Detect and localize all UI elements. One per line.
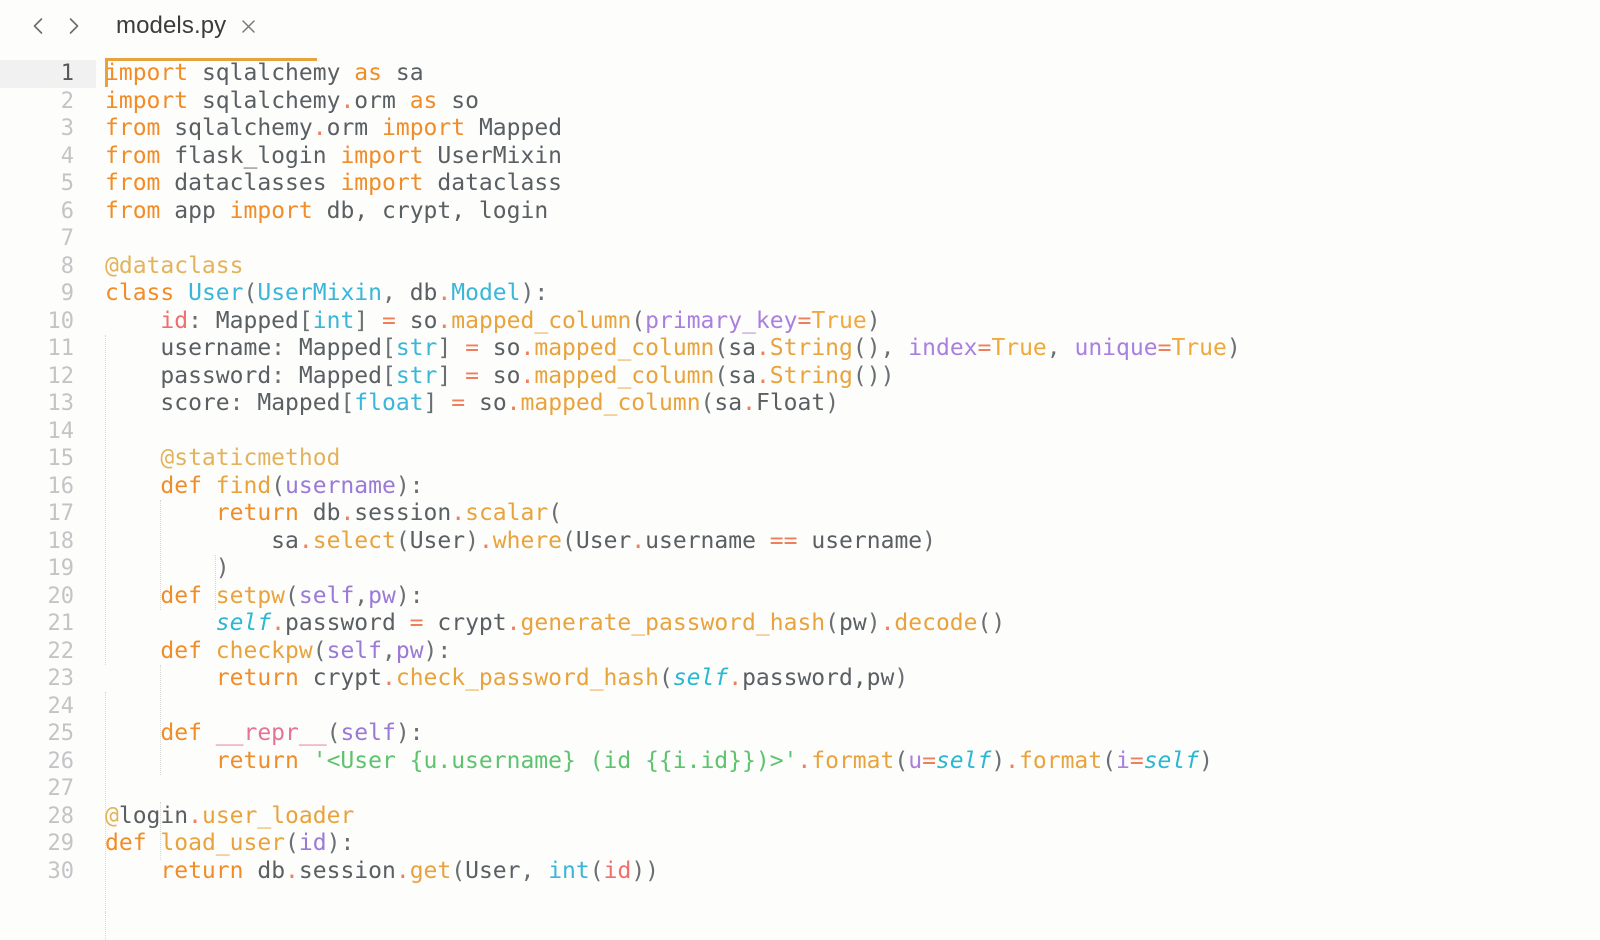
code-line: ) bbox=[215, 555, 230, 581]
line-number: 21 bbox=[47, 611, 75, 636]
code-line: @login.user_loader bbox=[105, 802, 355, 829]
line-number: 2 bbox=[60, 88, 74, 114]
code-line: return db.session.get(User, int(id)) bbox=[160, 857, 660, 884]
line-number: 8 bbox=[60, 253, 74, 279]
line-number: 18 bbox=[47, 528, 75, 554]
code-line: @staticmethod bbox=[160, 445, 341, 471]
code-line: def setpw(self,pw): bbox=[160, 582, 424, 609]
code-line bbox=[105, 418, 1600, 446]
code-line: def checkpw(self,pw): bbox=[160, 637, 452, 664]
code-line bbox=[105, 775, 1600, 803]
line-number: 9 bbox=[60, 281, 74, 306]
line-number: 11 bbox=[47, 336, 75, 361]
code-line: def find(username): bbox=[160, 472, 424, 499]
line-number: 16 bbox=[47, 473, 75, 499]
line-number: 14 bbox=[47, 418, 75, 444]
code-line: sa.select(User).where(User.username == u… bbox=[271, 527, 936, 554]
line-number: 26 bbox=[47, 748, 75, 774]
code-line: self.password = crypt.generate_password_… bbox=[215, 610, 1006, 636]
chevron-right-icon bbox=[62, 15, 84, 37]
code-line: import sqlalchemy.orm as so bbox=[105, 87, 479, 114]
line-number: 17 bbox=[47, 501, 75, 526]
line-number: 25 bbox=[47, 721, 75, 746]
code-line: return '<User {u.username} (id {{i.id}})… bbox=[215, 747, 1213, 774]
editor-tab-models-py[interactable]: models.py bbox=[112, 8, 262, 44]
code-line: import sqlalchemy as sa bbox=[105, 60, 424, 86]
line-number: 12 bbox=[47, 363, 75, 389]
line-number: 29 bbox=[47, 831, 75, 856]
code-line: def load_user(id): bbox=[105, 830, 355, 856]
code-content[interactable]: import sqlalchemy as sa import sqlalchem… bbox=[96, 52, 1600, 940]
line-number: 13 bbox=[47, 391, 75, 416]
line-number: 30 bbox=[47, 858, 75, 884]
code-line: @dataclass bbox=[105, 252, 244, 279]
line-number: 6 bbox=[60, 198, 74, 224]
line-number: 19 bbox=[47, 556, 75, 581]
code-line: id: Mapped[int] = so.mapped_column(prima… bbox=[160, 307, 881, 334]
code-line: from flask_login import UserMixin bbox=[105, 142, 563, 169]
chevron-left-icon bbox=[28, 15, 50, 37]
line-number: 15 bbox=[47, 446, 75, 471]
line-number: 20 bbox=[47, 583, 75, 609]
code-line: password: Mapped[str] = so.mapped_column… bbox=[160, 362, 895, 389]
code-line: score: Mapped[float] = so.mapped_column(… bbox=[160, 390, 840, 416]
line-number: 28 bbox=[47, 803, 75, 829]
line-number: 10 bbox=[47, 308, 75, 334]
code-line: username: Mapped[str] = so.mapped_column… bbox=[160, 335, 1241, 361]
forward-button[interactable] bbox=[56, 9, 90, 43]
line-number: 4 bbox=[60, 143, 74, 169]
line-number: 27 bbox=[47, 776, 75, 801]
line-number: 5 bbox=[60, 171, 74, 196]
line-number: 7 bbox=[60, 226, 74, 251]
indent-guide bbox=[105, 912, 107, 940]
code-line: return crypt.check_password_hash(self.pa… bbox=[215, 665, 909, 691]
line-number: 3 bbox=[60, 116, 74, 141]
active-line-rule bbox=[105, 58, 317, 61]
line-number: 22 bbox=[47, 638, 75, 664]
code-line: from app import db, crypt, login bbox=[105, 197, 549, 224]
tab-bar: models.py bbox=[0, 0, 1600, 52]
tab-label: models.py bbox=[116, 12, 227, 39]
code-line bbox=[105, 225, 1600, 253]
code-line: def __repr__(self): bbox=[160, 720, 424, 746]
line-number: 1 bbox=[0, 60, 96, 88]
code-line: class User(UserMixin, db.Model): bbox=[105, 280, 549, 306]
code-line: from dataclasses import dataclass bbox=[105, 170, 563, 196]
code-line: from sqlalchemy.orm import Mapped bbox=[105, 115, 563, 141]
back-button[interactable] bbox=[22, 9, 56, 43]
text-caret bbox=[105, 61, 108, 87]
line-number: 24 bbox=[47, 693, 75, 719]
close-icon[interactable] bbox=[239, 17, 258, 36]
code-line: return db.session.scalar( bbox=[215, 500, 563, 526]
code-line bbox=[105, 693, 1600, 721]
line-number: 23 bbox=[47, 666, 75, 691]
